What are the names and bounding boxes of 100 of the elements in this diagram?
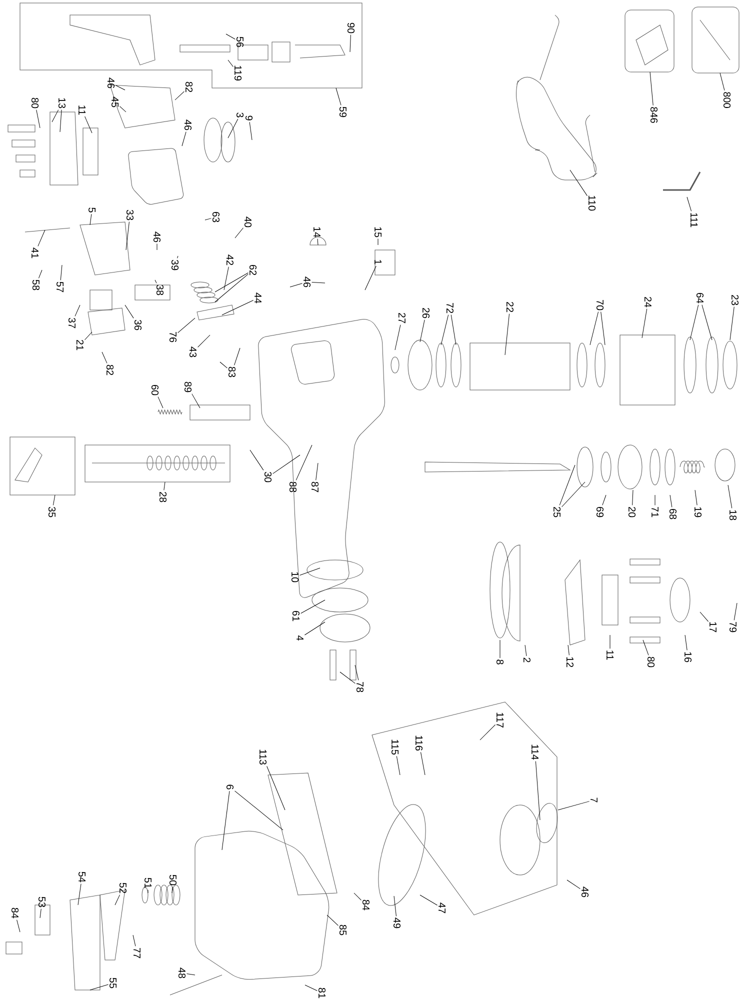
- leader-line: [177, 256, 178, 258]
- callout-number: 25: [553, 506, 561, 518]
- leader-line: [290, 283, 302, 288]
- callout-number: 79: [729, 622, 737, 632]
- leader-line: [559, 464, 576, 506]
- leader-line: [116, 85, 126, 90]
- callout-number: 846: [650, 107, 658, 123]
- leader-line: [38, 230, 46, 246]
- leader-line: [600, 312, 606, 346]
- leader-line: [602, 494, 606, 506]
- callout-number: 43: [189, 346, 197, 358]
- leader-line: [52, 494, 56, 506]
- callout-number: 58: [32, 280, 40, 290]
- leader-line: [590, 312, 599, 346]
- callout-number: 119: [234, 66, 242, 80]
- callout-number: 26: [422, 308, 430, 318]
- leader-line: [38, 270, 42, 278]
- callout-number: 46: [107, 78, 115, 88]
- callout-number: 2: [524, 658, 530, 662]
- leader-line: [394, 896, 396, 916]
- leader-line: [300, 600, 326, 614]
- callout-number: 46: [303, 276, 311, 288]
- callout-number: 89: [184, 382, 192, 392]
- callout-number: 115: [392, 740, 398, 755]
- leader-line: [222, 790, 230, 850]
- callout-number: 10: [291, 572, 299, 582]
- callout-number: 113: [259, 750, 267, 765]
- leader-line: [354, 892, 362, 900]
- callout-number: 11: [78, 106, 86, 115]
- callout-number: 83: [228, 366, 236, 378]
- leader-line: [158, 396, 164, 408]
- leader-line: [220, 362, 228, 368]
- leader-line: [228, 60, 234, 68]
- leader-line: [222, 300, 254, 316]
- leader-line: [40, 908, 42, 918]
- leader-line: [249, 122, 252, 140]
- callout-number: 18: [729, 510, 737, 520]
- callout-number: 54: [78, 872, 86, 882]
- callout-number: 35: [48, 506, 56, 518]
- leader-line: [728, 484, 732, 508]
- leader-line: [234, 228, 244, 238]
- callout-number: 72: [446, 302, 454, 314]
- leader-line: [124, 304, 134, 318]
- leader-line: [60, 264, 62, 280]
- callout-number: 800: [723, 92, 731, 108]
- leader-line: [234, 790, 284, 830]
- callout-number: 84: [362, 900, 370, 910]
- leader-line: [172, 886, 173, 894]
- leader-line: [642, 308, 648, 338]
- leader-line: [90, 984, 109, 990]
- callout-number: 117: [496, 712, 504, 728]
- leader-line: [296, 444, 312, 480]
- leader-line: [304, 622, 326, 636]
- callout-number: 15: [374, 227, 382, 238]
- callout-number: 12: [566, 657, 574, 668]
- callout-number: 50: [169, 874, 177, 886]
- callout-number: 84: [11, 908, 19, 918]
- leader-line: [60, 110, 62, 132]
- leader-line: [102, 352, 108, 364]
- leader-line: [364, 266, 376, 290]
- leader-line: [120, 106, 126, 112]
- callout-number: 56: [236, 36, 244, 48]
- callout-number: 44: [254, 292, 262, 304]
- leader-line: [694, 490, 698, 506]
- callout-number: 77: [134, 948, 140, 958]
- leader-line: [720, 72, 725, 91]
- leader-line: [214, 274, 248, 302]
- callout-number: 11: [606, 650, 614, 660]
- callout-number: 69: [596, 506, 604, 518]
- callout-number: 116: [415, 736, 423, 751]
- callout-number: 111: [690, 213, 698, 228]
- leader-line: [312, 282, 326, 284]
- callout-number: 16: [684, 652, 692, 662]
- callout-number: 62: [249, 264, 257, 276]
- callout-number: 13: [58, 98, 66, 108]
- callout-number: 46: [153, 232, 161, 242]
- leader-line: [480, 724, 496, 740]
- callout-number: 37: [68, 318, 76, 328]
- callout-number: 41: [32, 248, 38, 258]
- callout-number: 20: [628, 506, 636, 518]
- leader-line: [524, 644, 527, 656]
- leader-line: [568, 644, 570, 656]
- callout-number: 22: [506, 302, 514, 312]
- callout-number: 8: [496, 660, 504, 664]
- leader-line: [642, 640, 649, 656]
- callout-number: 49: [393, 918, 401, 928]
- callout-number: 1: [374, 260, 382, 264]
- callout-number: 21: [76, 340, 84, 350]
- leader-line: [562, 482, 586, 508]
- leader-line: [90, 214, 92, 226]
- callout-number: 53: [38, 896, 46, 908]
- callout-number: 5: [88, 208, 96, 212]
- callout-number: 82: [185, 82, 193, 92]
- leader-line: [686, 196, 692, 212]
- leader-line: [226, 34, 236, 40]
- callout-number: 76: [169, 332, 177, 342]
- callout-number: 40: [244, 216, 252, 228]
- leader-line: [84, 332, 92, 340]
- leader-line: [450, 314, 456, 346]
- callout-number: 33: [126, 210, 134, 220]
